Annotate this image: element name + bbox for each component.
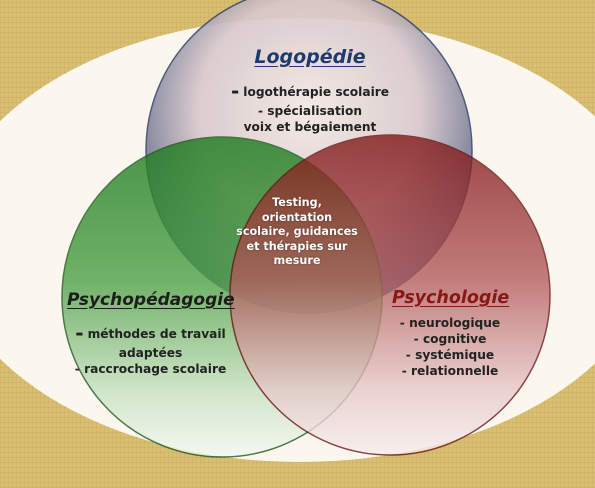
list-item-text: - raccrochage scolaire: [74, 361, 227, 376]
list-item-text: méthodes de travail: [87, 327, 226, 341]
center-line: et thérapies sur: [246, 239, 348, 253]
list-item: - systémique: [390, 348, 510, 364]
list-item: - relationnelle: [390, 364, 510, 380]
list-item: -logothérapie scolaire: [210, 78, 410, 104]
list-item: - cognitive: [390, 332, 510, 348]
list-item-text: - systémique: [405, 347, 495, 362]
center-overlap-text: Testing, orientation scolaire, guidances…: [232, 196, 362, 269]
dash-marker: -: [75, 321, 84, 345]
psychologie-title: Psychologie: [392, 288, 510, 308]
list-item-text: logothérapie scolaire: [243, 85, 390, 99]
psychopedagogie-title: Psychopédagogie: [67, 290, 235, 310]
center-line: Testing,: [272, 196, 322, 209]
list-item-text: - cognitive: [413, 331, 487, 346]
list-item: - spécialisation: [210, 104, 410, 120]
list-item: - raccrochage scolaire: [58, 362, 243, 378]
list-item: adaptées: [58, 346, 243, 362]
list-item-text: adaptées: [118, 346, 183, 360]
list-item-text: voix et bégaiement: [243, 119, 377, 134]
list-item: voix et bégaiement: [210, 120, 410, 136]
dash-marker: -: [230, 79, 240, 103]
psychologie-items: - neurologique- cognitive- systémique- r…: [390, 316, 510, 379]
psychologie-circle: [229, 134, 551, 456]
list-item-text: - relationnelle: [401, 363, 499, 378]
list-item: - neurologique: [390, 316, 510, 332]
center-line: scolaire, guidances: [236, 225, 358, 239]
list-item: -méthodes de travail: [58, 320, 243, 346]
center-line: orientation: [261, 210, 333, 224]
list-item-text: - spécialisation: [257, 104, 363, 118]
logopedie-title: Logopédie: [254, 46, 366, 68]
list-item-text: - neurologique: [399, 316, 501, 330]
center-line: mesure: [273, 254, 321, 268]
